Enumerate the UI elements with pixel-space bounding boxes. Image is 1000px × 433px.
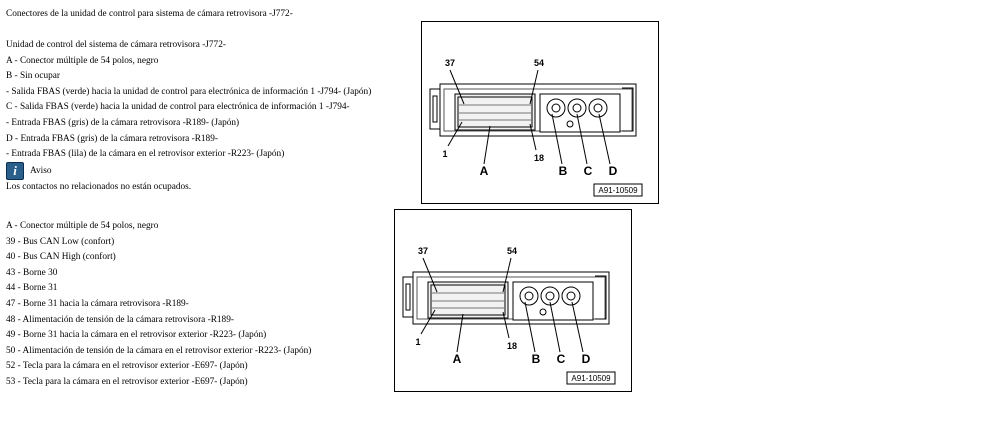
notice-box: i Aviso Los contactos no relacionados no… xyxy=(6,162,256,194)
section-1-line: - Entrada FBAS (lila) de la cámara en el… xyxy=(6,149,285,160)
section-1-line: A - Conector múltiple de 54 polos, negro xyxy=(6,55,159,66)
section-1-line: - Salida FBAS (verde) hacia la unidad de… xyxy=(6,86,372,97)
notice-label: Aviso xyxy=(30,166,52,176)
section-2-line: 48 - Alimentación de tensión de la cámar… xyxy=(6,314,234,325)
section-2-line: 39 - Bus CAN Low (confort) xyxy=(6,236,115,247)
section-1-line: B - Sin ocupar xyxy=(6,71,60,82)
info-icon: i xyxy=(6,162,24,180)
figure-reference: A91-10509 xyxy=(598,186,638,195)
section-2-line: 52 - Tecla para la cámara en el retrovis… xyxy=(6,361,248,372)
section-2-line: A - Conector múltiple de 54 polos, negro xyxy=(6,221,159,231)
connector-b-label: B xyxy=(532,352,541,366)
pin-1-label: 1 xyxy=(415,337,420,347)
figure-reference: A91-10509 xyxy=(571,374,611,383)
section-2-line: 49 - Borne 31 hacia la cámara en el retr… xyxy=(6,330,267,341)
section-2-line: 44 - Borne 31 xyxy=(6,283,58,294)
connector-d-label: D xyxy=(582,352,591,366)
pin-18-label: 18 xyxy=(507,341,517,351)
connector-a-label: A xyxy=(480,164,489,178)
connector-d-label: D xyxy=(609,164,618,178)
notice-text: Los contactos no relacionados no están o… xyxy=(6,182,192,192)
pin-37-label: 37 xyxy=(445,58,455,68)
connector-c-label: C xyxy=(584,164,593,178)
section-2: A - Conector múltiple de 54 polos, negro… xyxy=(6,219,311,391)
connector-diagram-1: 37 54 1 18 A B C D A91-10509 xyxy=(421,21,659,204)
pin-54-label: 54 xyxy=(534,58,544,68)
section-1-heading: Unidad de control del sistema de cámara … xyxy=(6,40,226,50)
connector-c-label: C xyxy=(557,352,566,366)
page-title: Conectores de la unidad de control para … xyxy=(6,9,293,19)
connector-b-label: B xyxy=(559,164,568,178)
pin-18-label: 18 xyxy=(534,153,544,163)
pin-54-label: 54 xyxy=(507,246,517,256)
connector-a-label: A xyxy=(453,352,462,366)
pin-37-label: 37 xyxy=(418,246,428,256)
section-1-line: C - Salida FBAS (verde) hacia la unidad … xyxy=(6,102,350,113)
section-2-line: 47 - Borne 31 hacia la cámara retrovisor… xyxy=(6,298,189,309)
section-1: Unidad de control del sistema de cámara … xyxy=(6,38,371,163)
section-2-line: 40 - Bus CAN High (confort) xyxy=(6,252,116,263)
section-2-line: 43 - Borne 30 xyxy=(6,267,58,278)
section-2-line: 50 - Alimentación de tensión de la cámar… xyxy=(6,345,312,356)
section-1-line: - Entrada FBAS (gris) de la cámara retro… xyxy=(6,117,240,128)
connector-diagram-2: 37 54 1 18 A B C D A91-10509 xyxy=(394,209,632,392)
section-2-line: 53 - Tecla para la cámara en el retrovis… xyxy=(6,376,248,387)
pin-1-label: 1 xyxy=(442,149,447,159)
section-1-line: D - Entrada FBAS (gris) de la cámara ret… xyxy=(6,133,218,144)
